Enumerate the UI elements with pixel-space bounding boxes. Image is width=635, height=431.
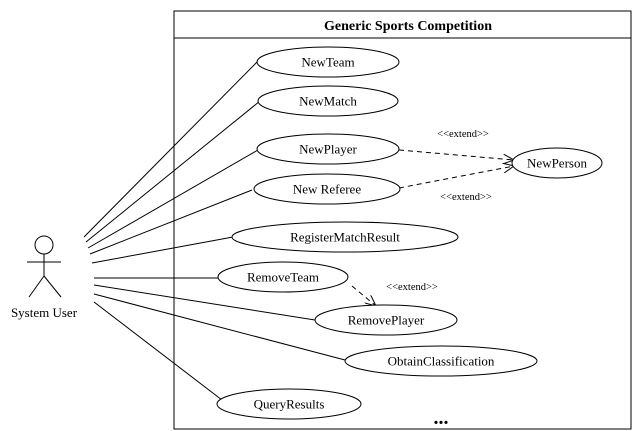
extend-arrow-newreferee-newperson	[398, 166, 514, 189]
use-case-label: NewTeam	[301, 55, 354, 70]
use-case-label: ObtainClassification	[388, 354, 495, 369]
system-title: Generic Sports Competition	[324, 19, 492, 34]
use-case-label: QueryResults	[254, 397, 325, 412]
use-case-remove-team[interactable]: RemoveTeam	[217, 261, 349, 293]
system-boundary: Generic Sports Competition	[173, 10, 632, 430]
use-case-register-match-result[interactable]: RegisterMatchResult	[231, 221, 459, 253]
use-case-label: RemovePlayer	[348, 313, 425, 328]
use-case-label: NewPlayer	[299, 142, 357, 157]
association-obtain-classification	[93, 293, 346, 361]
association-new-team	[83, 60, 259, 238]
use-case-new-team[interactable]: NewTeam	[256, 46, 400, 78]
use-case-label: New Referee	[293, 182, 361, 197]
association-new-match	[85, 100, 261, 243]
extend-label-1: <<extend>>	[437, 129, 489, 140]
actor-label: System User	[11, 305, 78, 320]
stick-figure-icon	[27, 235, 62, 298]
association-new-player	[87, 149, 259, 249]
associations	[83, 60, 346, 401]
extend-label-3: <<extend>>	[386, 282, 438, 293]
extend-dependencies	[351, 149, 514, 306]
use-case-obtain-classification[interactable]: ObtainClassification	[344, 345, 538, 377]
use-case-label: NewMatch	[299, 94, 357, 109]
association-query-results	[93, 301, 223, 401]
use-case-new-player[interactable]: NewPlayer	[256, 133, 400, 165]
extend-label-2: <<extend>>	[440, 192, 492, 203]
association-remove-player	[93, 284, 316, 321]
actor-system-user[interactable]: System User	[11, 235, 78, 320]
use-case-label: RemoveTeam	[247, 270, 319, 285]
use-case-query-results[interactable]: QueryResults	[216, 388, 362, 420]
use-case-new-person[interactable]: NewPerson	[511, 147, 603, 179]
use-case-label: RegisterMatchResult	[290, 230, 400, 245]
more-use-cases-ellipsis: ...	[434, 407, 449, 429]
association-new-referee	[89, 189, 253, 255]
association-register-match-result	[91, 236, 234, 264]
use-case-new-referee[interactable]: New Referee	[253, 173, 401, 205]
use-case-new-match[interactable]: NewMatch	[257, 85, 399, 117]
extend-arrow-newplayer-newperson	[398, 149, 514, 160]
use-case-label: NewPerson	[527, 156, 587, 171]
use-case-remove-player[interactable]: RemovePlayer	[314, 304, 458, 336]
extend-arrow-removeteam-removeplayer	[351, 285, 376, 306]
